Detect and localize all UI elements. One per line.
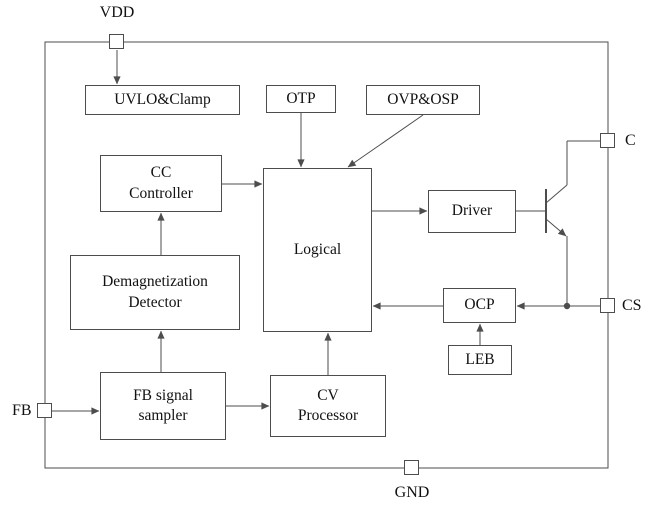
- chip-boundary: [44, 41, 609, 469]
- transistor-collector-diag: [545, 184, 568, 204]
- junction-dot: [563, 302, 571, 310]
- block-uvlo-clamp: UVLO&Clamp: [85, 85, 240, 115]
- pin-label-vdd: VDD: [99, 4, 135, 21]
- pin-fb: [37, 403, 52, 418]
- block-logical: Logical: [263, 168, 372, 332]
- transistor-emitter-diag: [545, 218, 567, 237]
- pin-c: [600, 133, 615, 148]
- pin-gnd: [404, 460, 419, 475]
- pin-label-c: C: [625, 132, 636, 149]
- block-leb: LEB: [448, 345, 512, 375]
- block-cc-controller: CC Controller: [100, 155, 222, 212]
- npn-transistor: [545, 140, 600, 310]
- block-ovp-osp: OVP&OSP: [366, 85, 480, 115]
- pin-vdd: [109, 34, 124, 49]
- block-otp: OTP: [266, 85, 336, 113]
- pin-label-fb: FB: [12, 402, 32, 419]
- connectors: [52, 50, 600, 415]
- block-demagnetization-detector: Demagnetization Detector: [70, 255, 240, 330]
- block-ocp: OCP: [443, 288, 516, 323]
- block-driver: Driver: [428, 190, 516, 233]
- pin-label-cs: CS: [622, 297, 642, 314]
- wire-ovp-to-logical: [347, 114, 424, 168]
- block-fb-signal-sampler: FB signal sampler: [100, 372, 226, 440]
- block-cv-processor: CV Processor: [270, 375, 386, 437]
- pin-cs: [600, 298, 615, 313]
- pin-label-gnd: GND: [394, 484, 430, 501]
